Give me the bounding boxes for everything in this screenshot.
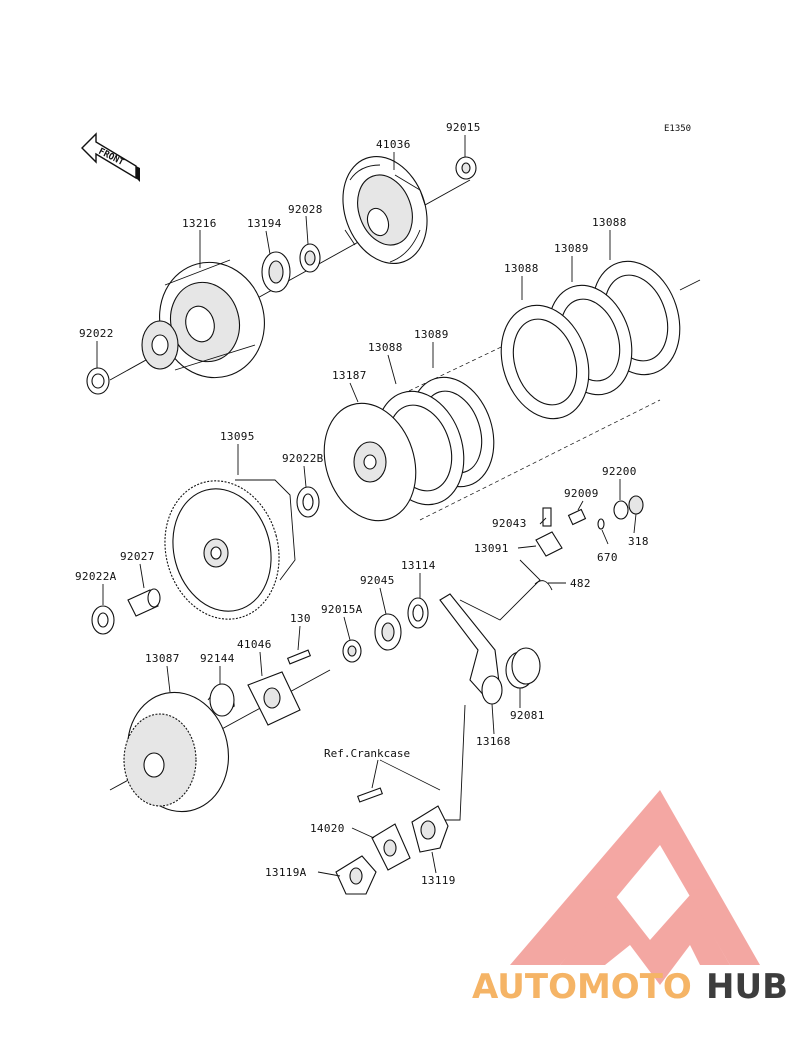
label-92015A: 92015A bbox=[321, 603, 363, 616]
label-ref-crankcase: Ref.Crankcase bbox=[324, 747, 410, 760]
label-130: 130 bbox=[290, 612, 311, 625]
label-482: 482 bbox=[570, 577, 591, 590]
label-13194: 13194 bbox=[247, 217, 282, 230]
label-13089-a: 13089 bbox=[554, 242, 589, 255]
label-13091: 13091 bbox=[474, 542, 509, 555]
watermark-text-light: AUTOMOTO bbox=[472, 967, 692, 1007]
label-92028: 92028 bbox=[288, 203, 323, 216]
collar-92028-drawing bbox=[299, 243, 321, 273]
label-13088-a: 13088 bbox=[592, 216, 627, 229]
front-label: FRONT bbox=[97, 147, 126, 168]
cam-13119A-drawing bbox=[335, 855, 377, 895]
adjuster-set-drawing bbox=[535, 495, 644, 557]
spring-92144-drawing bbox=[207, 683, 235, 717]
label-13187: 13187 bbox=[332, 369, 367, 382]
part-labels: 41036 92015 13216 13194 92028 92022 1308… bbox=[75, 121, 649, 887]
nut-92015A-drawing bbox=[342, 639, 362, 663]
guide-14020-drawing bbox=[371, 823, 411, 871]
bearing-92045-drawing bbox=[374, 613, 402, 651]
nut-92015-drawing bbox=[455, 156, 477, 180]
washer-92022A-drawing bbox=[91, 605, 115, 635]
label-13168: 13168 bbox=[476, 735, 511, 748]
washer-92022B-drawing bbox=[296, 486, 320, 518]
shoe-assembly-drawing bbox=[342, 155, 428, 265]
label-92022: 92022 bbox=[79, 327, 114, 340]
washer-92022-drawing bbox=[86, 367, 110, 395]
label-92144: 92144 bbox=[200, 652, 235, 665]
watermark-text-dark: HUB bbox=[706, 967, 788, 1007]
housing-drawing bbox=[159, 259, 265, 379]
bearing-13194-drawing bbox=[261, 251, 291, 293]
label-92043: 92043 bbox=[492, 517, 527, 530]
cam-13119-drawing bbox=[411, 805, 449, 853]
label-92022A: 92022A bbox=[75, 570, 117, 583]
watermark-logo bbox=[510, 790, 760, 985]
label-92009: 92009 bbox=[564, 487, 599, 500]
ring-13114-drawing bbox=[407, 597, 429, 629]
plate-13088-b-drawing bbox=[500, 304, 590, 420]
label-670: 670 bbox=[597, 551, 618, 564]
watermark-logo-triangle bbox=[510, 790, 760, 965]
label-13088-b: 13088 bbox=[504, 262, 539, 275]
clip-482-drawing bbox=[534, 580, 553, 591]
label-92045: 92045 bbox=[360, 574, 395, 587]
label-13088-c: 13088 bbox=[368, 341, 403, 354]
label-13089-b: 13089 bbox=[414, 328, 449, 341]
front-arrow-icon: FRONT bbox=[81, 132, 140, 182]
bolt-130-drawing bbox=[286, 649, 312, 665]
leader-lines bbox=[96, 135, 637, 877]
label-13114: 13114 bbox=[401, 559, 436, 572]
label-13087: 13087 bbox=[145, 652, 180, 665]
primary-gear-drawing bbox=[123, 691, 230, 813]
watermark-logo-inner-mark bbox=[560, 895, 730, 985]
label-13095: 13095 bbox=[220, 430, 255, 443]
diagram-code: E1350 bbox=[664, 124, 691, 134]
release-lever-drawing bbox=[439, 593, 503, 705]
label-13119: 13119 bbox=[421, 874, 456, 887]
label-92200: 92200 bbox=[602, 465, 637, 478]
crankcase-stud-drawing bbox=[356, 787, 384, 803]
label-92081: 92081 bbox=[510, 709, 545, 722]
label-318: 318 bbox=[628, 535, 649, 548]
watermark-brand-text: AUTOMOTO HUB bbox=[472, 967, 788, 1007]
label-92015: 92015 bbox=[446, 121, 481, 134]
label-13119A: 13119A bbox=[265, 866, 307, 879]
label-92022B: 92022B bbox=[282, 452, 324, 465]
label-41036: 41036 bbox=[376, 138, 411, 151]
drive-gear-drawing bbox=[141, 320, 179, 370]
pressure-plate-drawing bbox=[323, 402, 417, 522]
outer-housing-drawing bbox=[164, 479, 296, 620]
spring-92081-drawing bbox=[505, 647, 541, 689]
label-92027: 92027 bbox=[120, 550, 155, 563]
label-14020: 14020 bbox=[310, 822, 345, 835]
cam-plate-drawing bbox=[247, 671, 301, 726]
label-41046: 41046 bbox=[237, 638, 272, 651]
label-13216: 13216 bbox=[182, 217, 217, 230]
collar-92027-drawing bbox=[127, 588, 161, 617]
